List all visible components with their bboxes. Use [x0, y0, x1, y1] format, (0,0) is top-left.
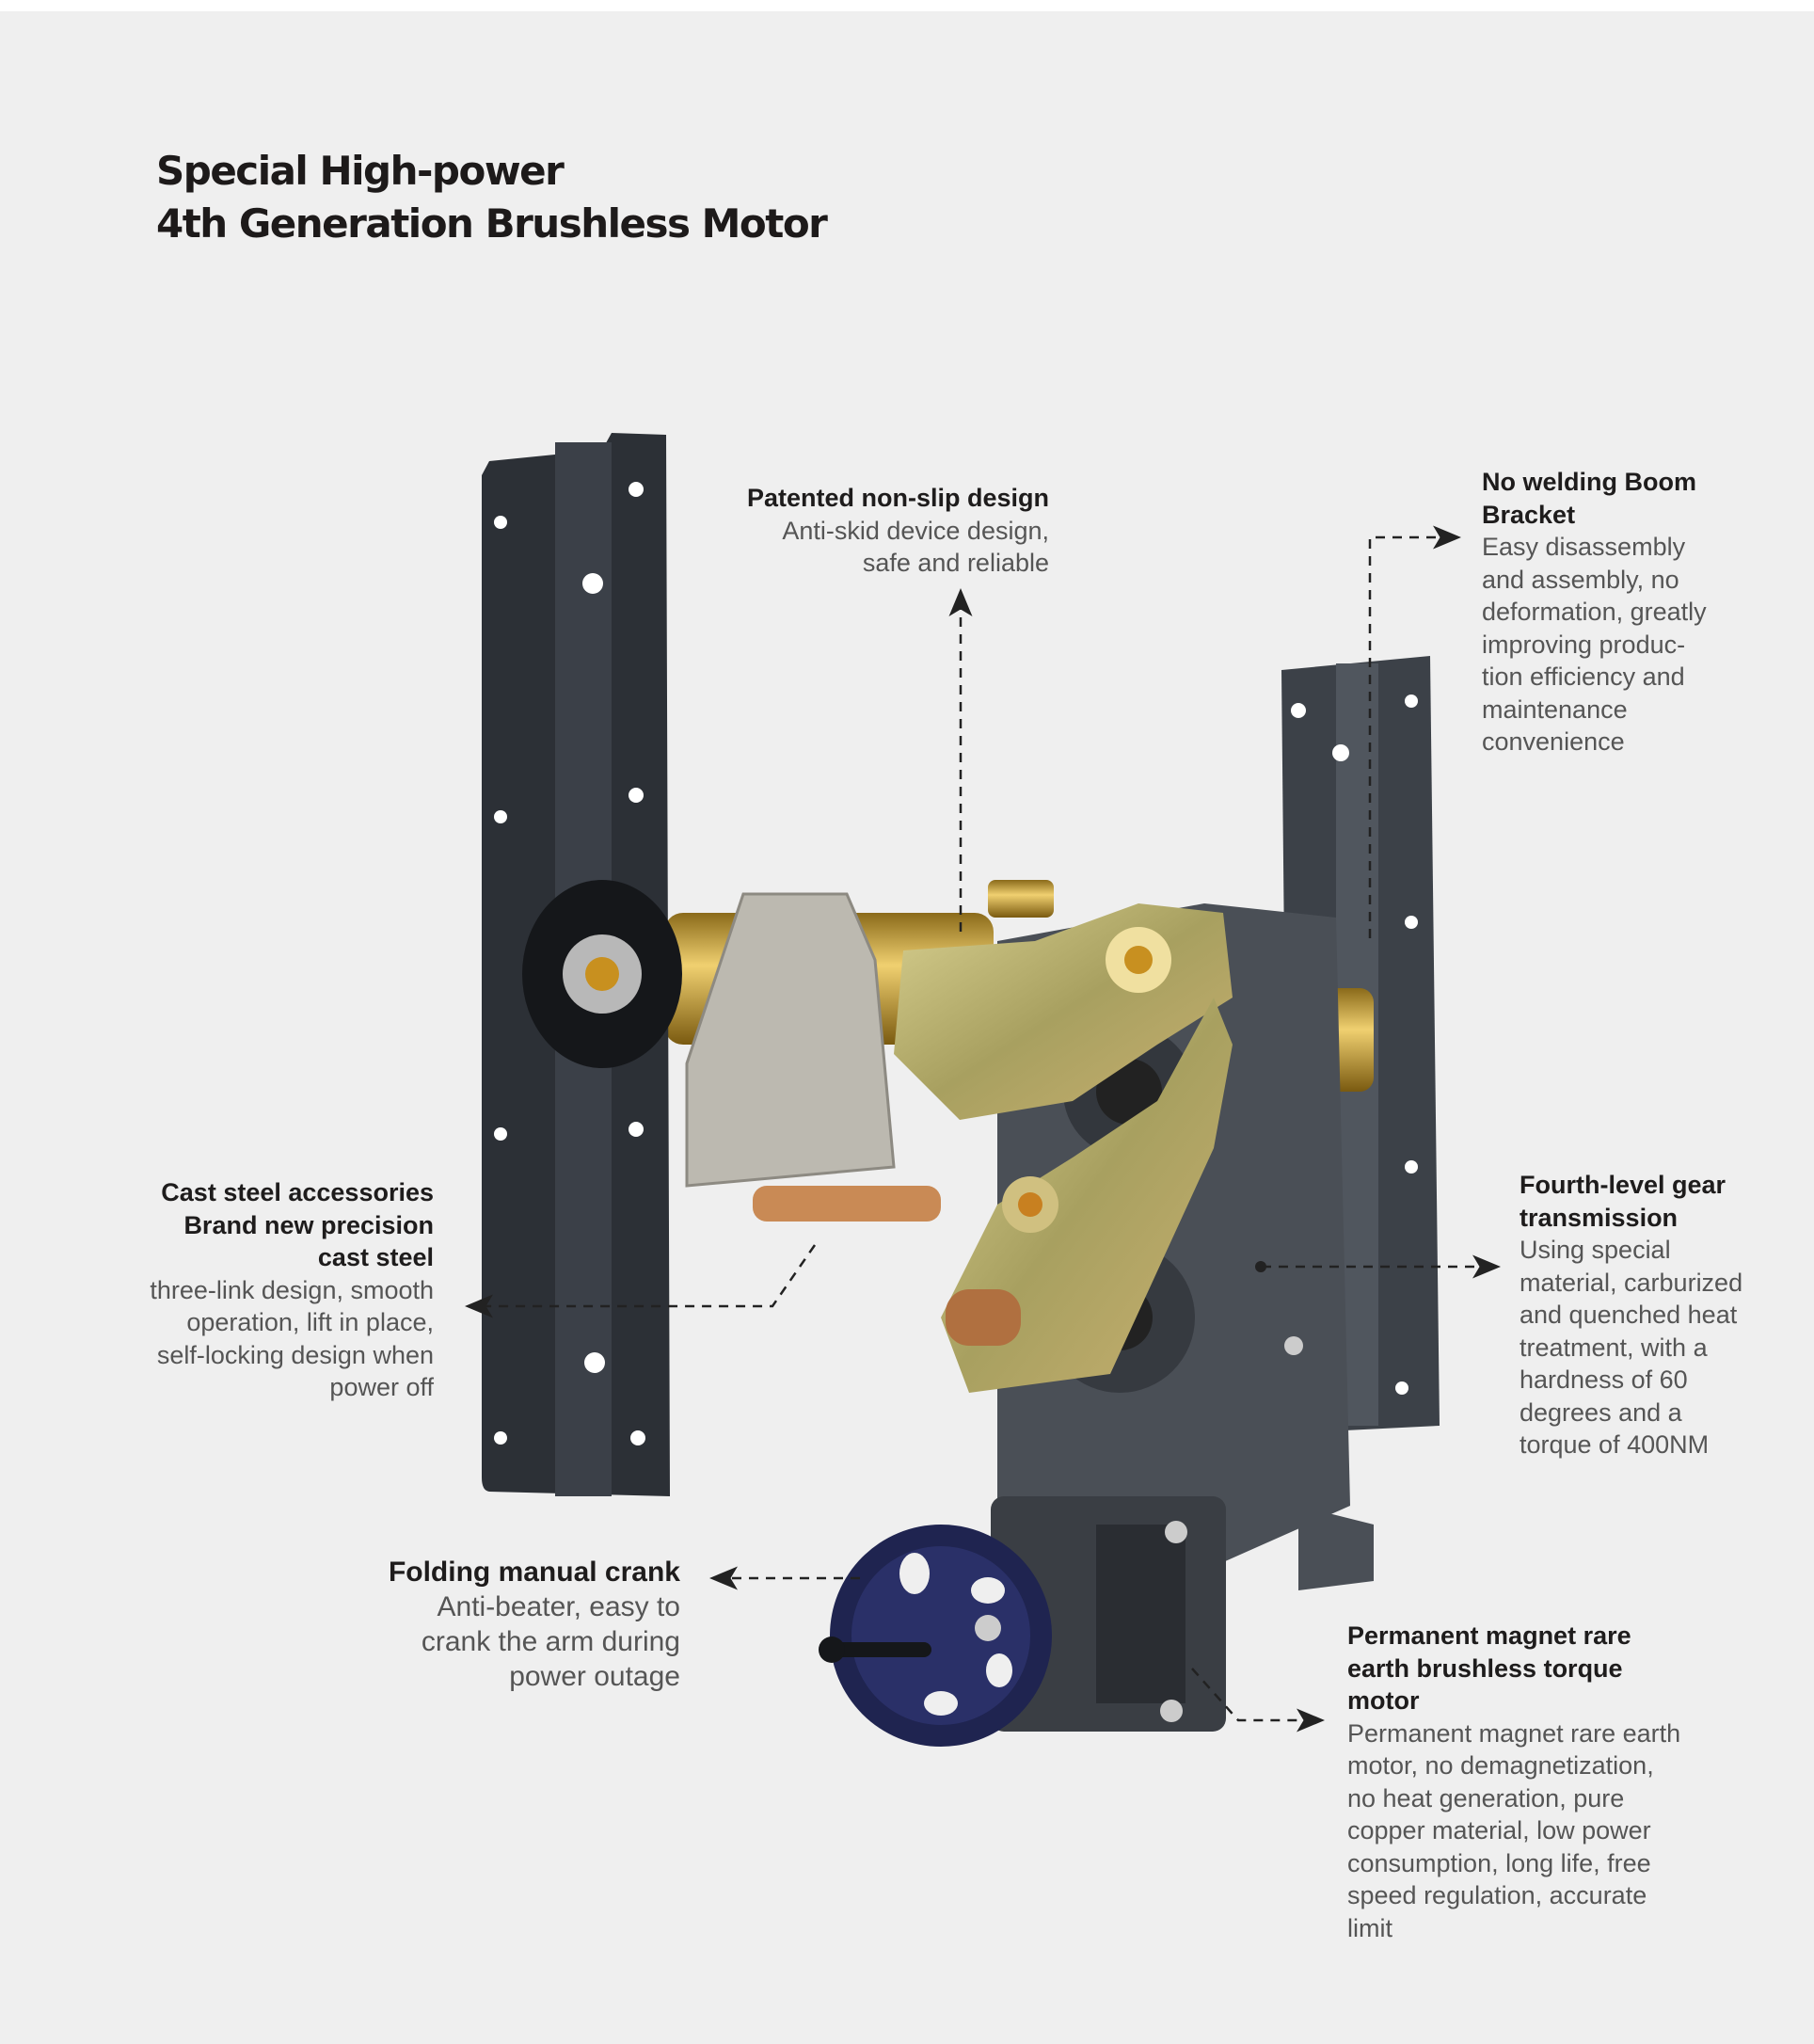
callout-lines	[465, 525, 1501, 1733]
left-bracket	[482, 433, 682, 1496]
feature-heading: Fourth-level gear transmission	[1520, 1171, 1726, 1232]
feature-heading: Permanent magnet rare earth brushless to…	[1347, 1621, 1631, 1715]
feature-body: Easy disassembly and assembly, no deform…	[1482, 533, 1707, 756]
title-line-1: Special High-power	[156, 148, 565, 194]
manual-crank	[819, 1525, 1052, 1747]
callout-line-cast-steel	[465, 1244, 817, 1318]
feature-manual-crank: Folding manual crank Anti-beater, easy t…	[389, 1555, 680, 1694]
three-link-arm	[753, 880, 1233, 1393]
callout-line-motor	[1191, 1668, 1325, 1733]
brushless-motor	[991, 1496, 1226, 1732]
feature-heading: No welding Boom Bracket	[1482, 468, 1696, 529]
feature-body: Anti-skid device design, safe and reliab…	[782, 516, 1049, 578]
feature-non-slip: Patented non-slip design Anti-skid devic…	[747, 482, 1049, 580]
feature-body: three-link design, smooth operation, lif…	[150, 1275, 434, 1402]
feature-body: Permanent magnet rare earth motor, no de…	[1347, 1718, 1681, 1942]
feature-body: Using special material, carburized and q…	[1520, 1236, 1743, 1459]
feature-heading: Patented non-slip design	[746, 484, 1049, 512]
callout-line-boom-bracket	[1368, 525, 1461, 938]
feature-cast-steel: Cast steel accessories Brand new precisi…	[150, 1176, 434, 1404]
title-line-2: 4th Generation Brushless Motor	[156, 200, 828, 247]
feature-gear-transmission: Fourth-level gear transmission Using spe…	[1520, 1169, 1742, 1461]
feature-boom-bracket: No welding Boom Bracket Easy disassembly…	[1482, 466, 1707, 759]
feature-heading: Folding manual crank	[388, 1557, 680, 1588]
feature-heading: Cast steel accessories Brand new precisi…	[161, 1178, 434, 1271]
page-title: Special High-power 4th Generation Brushl…	[156, 145, 828, 250]
feature-brushless-motor: Permanent magnet rare earth brushless to…	[1347, 1620, 1680, 1944]
feature-body: Anti-beater, easy to crank the arm durin…	[421, 1591, 680, 1692]
